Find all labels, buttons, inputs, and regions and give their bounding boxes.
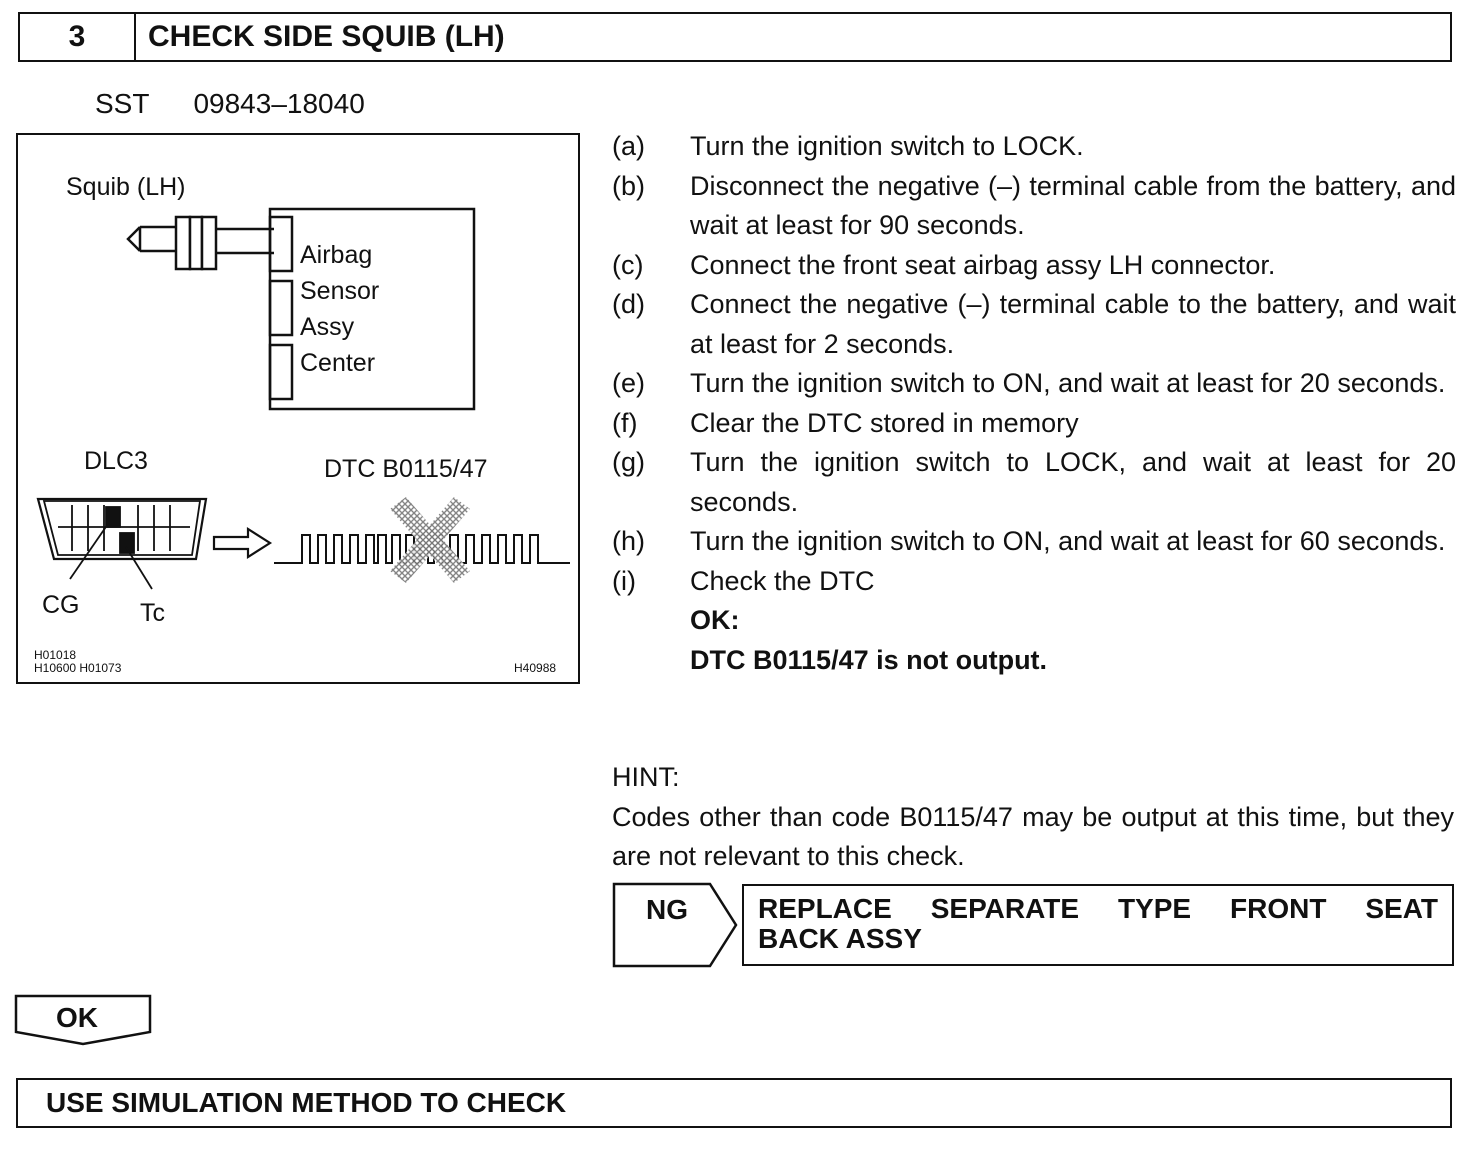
ecu-label-line-4: Center — [300, 349, 376, 377]
step-text: Turn the ignition switch to LOCK. — [690, 131, 1084, 161]
step-text: Turn the ignition switch to ON, and wait… — [690, 368, 1446, 398]
figure-code-left-2: H10600 H01073 — [34, 661, 122, 675]
ng-action-box: REPLACE SEPARATE TYPE FRONT SEAT BACK AS… — [742, 884, 1454, 966]
cg-label: CG — [42, 591, 80, 619]
step-item: (a) Turn the ignition switch to LOCK. — [612, 127, 1456, 167]
ng-action-line-1: REPLACE SEPARATE TYPE FRONT SEAT — [758, 894, 1438, 924]
step-item: (h) Turn the ignition switch to ON, and w… — [612, 522, 1456, 562]
hint-text: Codes other than code B0115/47 may be ou… — [612, 801, 1454, 872]
step-item: (g) Turn the ignition switch to LOCK, and… — [612, 443, 1456, 522]
sst-line: SST 09843–18040 — [95, 88, 409, 120]
ng-action-word: SEPARATE — [930, 893, 1080, 924]
ok-label: OK — [56, 1002, 98, 1033]
step-item: (i) Check the DTC — [612, 562, 1456, 602]
step-label: (b) — [612, 170, 645, 201]
wiring-figure: Squib (LH) Airbag Sensor Assy Center DLC… — [16, 133, 580, 684]
step-label: (c) — [612, 249, 644, 280]
ok-branch[interactable]: OK — [14, 994, 154, 1051]
step-text: Turn the ignition switch to LOCK, and wa… — [690, 447, 1456, 517]
ng-label: NG — [646, 894, 688, 925]
cross-out-icon — [390, 497, 470, 583]
next-step-text: USE SIMULATION METHOD TO CHECK — [46, 1087, 567, 1118]
next-step-box: USE SIMULATION METHOD TO CHECK — [16, 1078, 1452, 1128]
figure-drawing — [36, 207, 570, 590]
step-number: 3 — [20, 14, 136, 60]
ng-action-line-2: BACK ASSY — [758, 923, 922, 954]
ok-arrow-shape — [14, 994, 152, 1046]
ecu-label-line-2: Sensor — [300, 277, 380, 305]
dtc-label: DTC B0115/47 — [324, 455, 488, 483]
right-arrow-icon — [212, 526, 273, 560]
ng-branch[interactable]: NG — [612, 882, 742, 973]
step-item: (e) Turn the ignition switch to ON, and w… — [612, 364, 1456, 404]
hint-label: HINT: — [612, 762, 680, 792]
hint-block: HINT: Codes other than code B0115/47 may… — [612, 758, 1454, 877]
step-text: Connect the front seat airbag assy LH co… — [690, 249, 1276, 280]
figure-code-right: H40988 — [514, 661, 557, 675]
result-ok-text: DTC B0115/47 is not output. — [690, 644, 1048, 675]
dlc3-connector-icon — [36, 497, 208, 590]
step-text: Connect the negative (–) terminal cable … — [690, 289, 1456, 359]
airbag-ecu-box — [268, 207, 476, 411]
step-label: (h) — [612, 526, 645, 556]
ecu-label-line-1: Airbag — [300, 241, 373, 269]
step-item: (f) Clear the DTC stored in memory — [612, 404, 1456, 444]
step-header: 3 CHECK SIDE SQUIB (LH) — [18, 12, 1452, 62]
sst-number: 09843–18040 — [193, 88, 365, 119]
figure-code-left-1: H01018 — [34, 648, 77, 662]
step-item: (c) Connect the front seat airbag assy LH… — [612, 246, 1456, 286]
step-label: (a) — [612, 131, 645, 161]
step-item: (b) Disconnect the negative (–) terminal … — [612, 167, 1456, 246]
sst-label: SST — [95, 88, 150, 119]
step-text: Check the DTC — [690, 565, 875, 596]
ng-action-word: REPLACE — [758, 893, 892, 924]
procedure-steps: (a) Turn the ignition switch to LOCK. (b)… — [612, 127, 1456, 680]
ng-arrow-shape — [612, 882, 738, 968]
result-ok-label: OK: — [690, 605, 740, 635]
dlc3-label: DLC3 — [84, 447, 148, 475]
step-text: Disconnect the negative (–) terminal cab… — [690, 170, 1456, 241]
ng-action-word: SEAT — [1365, 893, 1438, 924]
tc-label: Tc — [140, 599, 165, 627]
step-label: (e) — [612, 368, 645, 398]
step-label: (d) — [612, 289, 645, 319]
squib-connector-icon — [126, 215, 274, 271]
ng-action-word: FRONT — [1230, 893, 1327, 924]
ng-action-word: TYPE — [1117, 893, 1192, 924]
step-label: (f) — [612, 407, 638, 438]
squib-label: Squib (LH) — [66, 173, 186, 201]
step-text: Clear the DTC stored in memory — [690, 407, 1079, 438]
ecu-label-line-3: Assy — [300, 313, 355, 341]
step-text: Turn the ignition switch to ON, and wait… — [690, 526, 1446, 556]
step-label: (i) — [612, 565, 636, 596]
step-label: (g) — [612, 447, 645, 477]
step-title: CHECK SIDE SQUIB (LH) — [148, 20, 505, 53]
step-item: (d) Connect the negative (–) terminal cab… — [612, 285, 1456, 364]
